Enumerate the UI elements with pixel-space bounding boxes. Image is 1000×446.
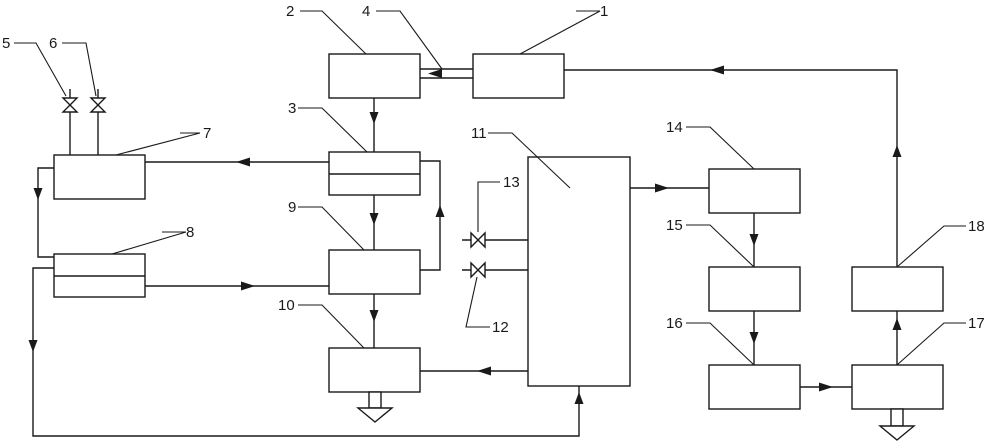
- flow-14-to-15: [749, 213, 759, 267]
- flow-9-to-3-loop: [420, 160, 445, 271]
- label-17: 17: [968, 315, 985, 332]
- block-15: [708, 266, 801, 312]
- flow-2-to-3: [369, 98, 379, 152]
- label-15: 15: [666, 217, 683, 234]
- label-7: 7: [203, 125, 211, 142]
- label-5: 5: [2, 35, 10, 52]
- flow-7-to-8: [33, 167, 54, 258]
- flow-8-to-9: [145, 281, 329, 291]
- label-16: 16: [666, 315, 683, 332]
- label-13: 13: [503, 174, 520, 191]
- flow-8-to-11: [28, 267, 584, 437]
- label-9: 9: [288, 199, 296, 216]
- valve-5: [61, 89, 79, 155]
- flow-11-to-10: [420, 366, 528, 376]
- label-6: 6: [49, 35, 57, 52]
- block-16: [708, 364, 801, 410]
- block-11: [527, 156, 631, 387]
- block-2: [328, 53, 421, 99]
- flow-17-to-18: [892, 311, 902, 365]
- block-3: [328, 151, 421, 196]
- flow-3-to-7: [145, 157, 329, 167]
- flow-9-to-10: [369, 294, 379, 348]
- block-14: [708, 168, 801, 214]
- block-17: [851, 364, 944, 410]
- flow-15-to-16: [749, 311, 759, 365]
- block-10: [328, 347, 421, 393]
- label-4: 4: [362, 3, 370, 20]
- block-1: [472, 53, 565, 99]
- flow-18-to-1: [564, 65, 902, 267]
- block-8: [53, 253, 146, 298]
- flow-16-to-17: [800, 382, 852, 392]
- flow-3-to-9: [369, 195, 379, 250]
- valve-13: [462, 231, 528, 249]
- leader-lines: [14, 10, 966, 366]
- valve-6: [89, 89, 107, 155]
- label-14: 14: [666, 119, 683, 136]
- label-18: 18: [968, 218, 985, 235]
- label-8: 8: [186, 224, 194, 241]
- valve-12: [462, 261, 528, 279]
- label-10: 10: [278, 297, 295, 314]
- label-2: 2: [286, 3, 294, 20]
- double-pipe-4: [420, 68, 473, 79]
- block-7: [53, 154, 146, 200]
- discharge-symbol-17: [878, 408, 916, 441]
- label-11: 11: [471, 125, 487, 142]
- discharge-symbol-10: [356, 391, 394, 423]
- label-3: 3: [288, 100, 296, 117]
- label-12: 12: [492, 319, 509, 336]
- block-9: [328, 249, 421, 295]
- label-1: 1: [600, 3, 608, 20]
- flow-11-to-14: [630, 183, 709, 193]
- block-18: [851, 266, 944, 312]
